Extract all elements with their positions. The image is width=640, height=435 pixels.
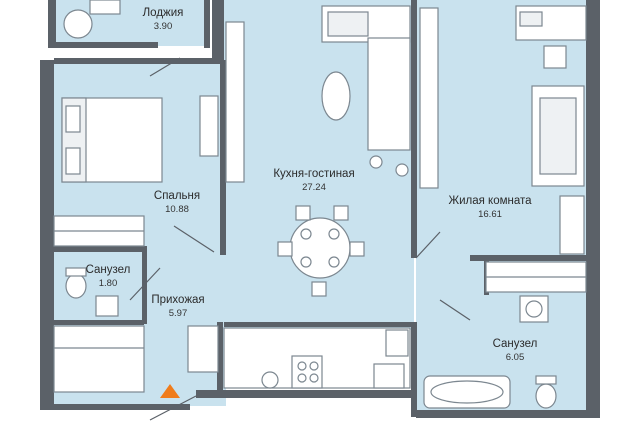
furniture	[53, 0, 587, 409]
room-area: 16.61	[478, 209, 502, 220]
living-kitchen-label: Кухня-гостиная 27.24	[273, 167, 354, 195]
wall-outer-right	[586, 0, 600, 410]
toilet-small-bath	[65, 273, 87, 299]
living-pouf	[321, 71, 351, 121]
loggia-chair	[63, 9, 93, 39]
room-label: Жилая комната 16.61	[448, 194, 531, 222]
entrance-marker	[160, 384, 180, 398]
room-name: Санузел	[492, 338, 538, 350]
dining-table	[289, 217, 351, 279]
wall-bottom	[196, 390, 416, 398]
room-name: Кухня-гостиная	[273, 168, 355, 180]
room-area: 6.05	[505, 352, 525, 363]
big-bath-label: Санузел 6.05	[493, 337, 538, 365]
room-name: Жилая комната	[448, 195, 532, 207]
small-bath-label: Санузел 1.80	[86, 263, 131, 291]
wall-bedroom-top	[54, 58, 222, 64]
wall-partition-mid	[411, 0, 417, 258]
bedroom-dresser	[199, 95, 219, 157]
wall-bedroom-bottom	[54, 246, 144, 252]
room-name: Спальня	[153, 190, 201, 202]
toy-tricycle	[369, 155, 383, 169]
door-swings	[129, 57, 471, 421]
living-shelf	[225, 21, 245, 183]
room-name: Лоджия	[142, 7, 184, 19]
room-area: 3.90	[153, 21, 173, 32]
wall-bottom-left	[40, 404, 190, 410]
room-crib	[559, 195, 585, 255]
walls	[40, 0, 600, 418]
room-shelf	[419, 7, 439, 189]
room-area: 27.24	[302, 182, 326, 193]
hallway-label: Прихожая 5.97	[151, 293, 204, 321]
loggia-label: Лоджия 3.90	[143, 6, 184, 34]
wall-outer-left	[40, 60, 54, 408]
room-area: 1.80	[98, 278, 118, 289]
room-area: 10.88	[165, 204, 189, 215]
wall-bath-left	[411, 322, 417, 417]
wall-room-bottom	[470, 255, 586, 261]
hall-shoe-cabinet	[187, 325, 219, 373]
wall-loggia-bottom	[48, 42, 158, 48]
wall-loggia-right	[204, 0, 210, 48]
wall-bottom-right	[416, 410, 600, 418]
room-area: 5.97	[168, 308, 188, 319]
hall-wardrobe	[53, 325, 145, 393]
wall-bath-bottom	[54, 320, 144, 325]
wall-column-left	[212, 0, 224, 60]
wall-bedroom-right	[220, 60, 226, 255]
wall-loggia-left	[48, 0, 56, 48]
sink-small-bath	[95, 295, 119, 317]
room-name: Санузел	[85, 264, 131, 276]
toilet-big-bath	[535, 383, 557, 409]
wall-hall-right	[217, 322, 223, 392]
bedroom-label: Спальня 10.88	[154, 189, 200, 217]
room-name: Прихожая	[151, 294, 205, 306]
wall-kitchen-top	[224, 322, 416, 327]
